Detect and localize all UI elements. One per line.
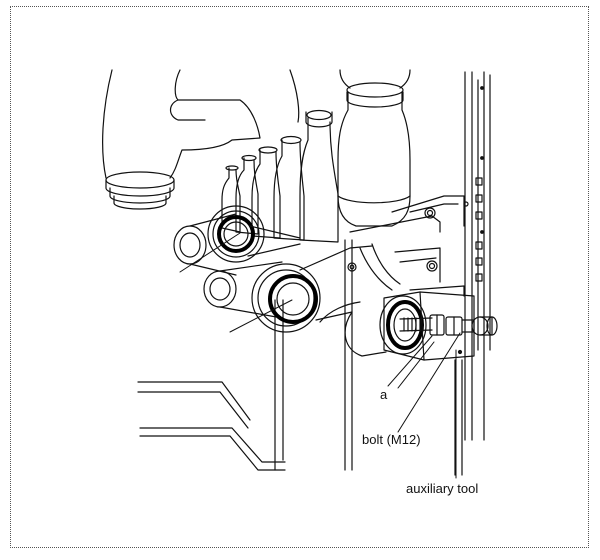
bolt-m12 bbox=[399, 314, 498, 336]
right-pipe-joint bbox=[319, 295, 427, 357]
base-frame bbox=[137, 299, 286, 471]
vertical-rail bbox=[344, 71, 491, 471]
label-bolt-m12: bolt (M12) bbox=[362, 432, 421, 447]
label-auxiliary-tool: auxiliary tool bbox=[406, 481, 479, 496]
support-bracket bbox=[347, 195, 469, 297]
left-housing bbox=[102, 69, 300, 210]
label-a: a bbox=[380, 387, 388, 402]
lower-pipe-joint bbox=[203, 243, 401, 333]
auxiliary-tool-body bbox=[383, 291, 475, 476]
leader-lines bbox=[179, 232, 461, 479]
